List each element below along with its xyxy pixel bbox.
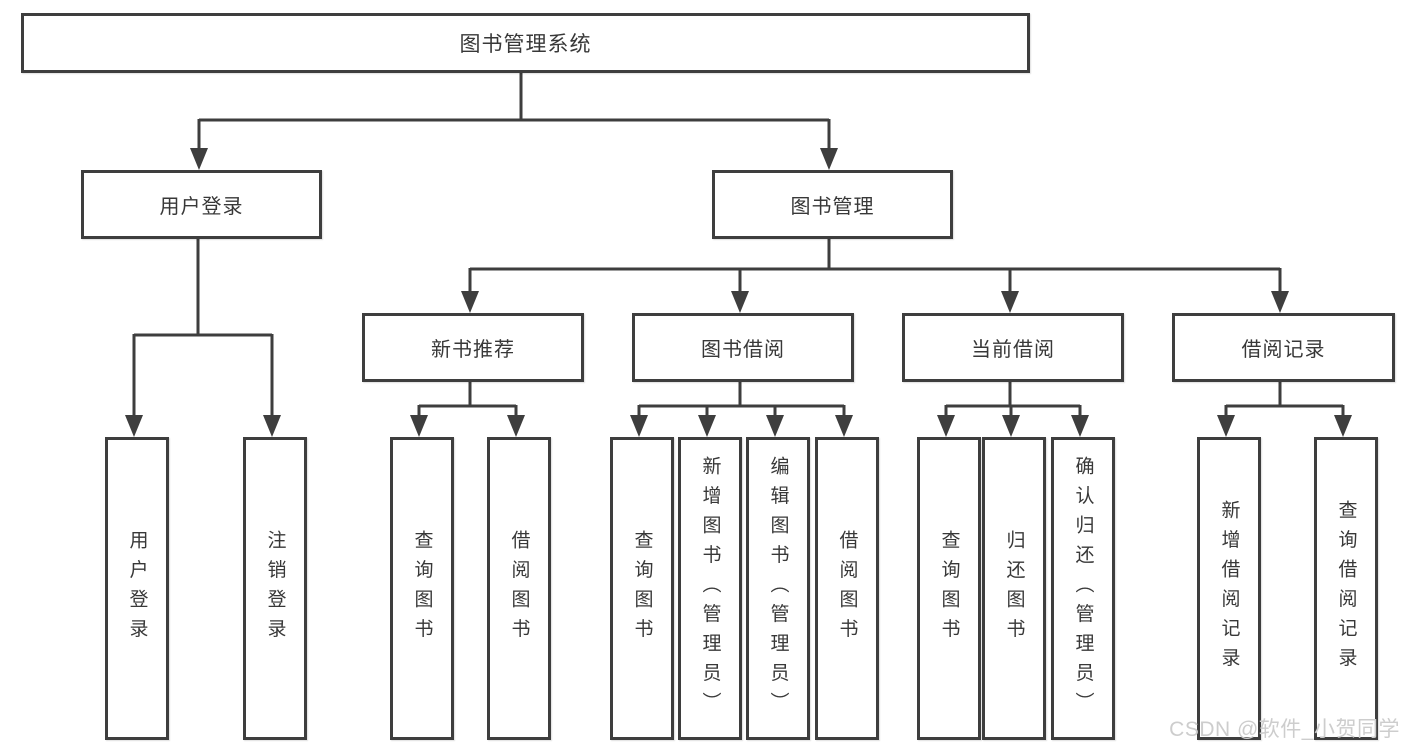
leaf-query-books-borrow-label: 查询图书 (631, 529, 653, 648)
node-library-system: 图书管理系统 (21, 13, 1030, 73)
leaf-logout-label: 注销登录 (264, 529, 286, 648)
node-current-borrowing: 当前借阅 (902, 313, 1124, 382)
node-book-borrowing: 图书借阅 (632, 313, 854, 382)
node-borrowing-records: 借阅记录 (1172, 313, 1395, 382)
leaf-user-login-label: 用户登录 (126, 529, 148, 648)
leaf-query-books-recommend: 查询图书 (390, 437, 454, 740)
leaf-return-book-label: 归还图书 (1003, 529, 1025, 648)
leaf-borrow-books-recommend-label: 借阅图书 (508, 529, 530, 648)
leaf-borrow-books-label: 借阅图书 (836, 529, 858, 648)
node-user-login: 用户登录 (81, 170, 322, 239)
leaf-edit-book-admin-label: 编辑图书（管理员） (767, 455, 789, 722)
leaf-query-books-recommend-label: 查询图书 (411, 529, 433, 648)
connector-path (132, 66, 1345, 420)
leaf-borrow-books-recommend: 借阅图书 (487, 437, 551, 740)
leaf-add-borrow-record: 新增借阅记录 (1197, 437, 1261, 740)
leaf-confirm-return-admin-label: 确认归还（管理员） (1072, 455, 1094, 722)
leaf-logout: 注销登录 (243, 437, 307, 740)
csdn-watermark: CSDN @软件_小贺同学 (1169, 718, 1400, 741)
leaf-query-borrow-record: 查询借阅记录 (1314, 437, 1378, 740)
leaf-query-books-current-label: 查询图书 (938, 529, 960, 648)
node-book-management: 图书管理 (712, 170, 953, 239)
leaf-query-books-borrow: 查询图书 (610, 437, 674, 740)
leaf-query-books-current: 查询图书 (917, 437, 981, 740)
leaf-add-book-admin-label: 新增图书（管理员） (699, 455, 721, 722)
leaf-add-borrow-record-label: 新增借阅记录 (1218, 500, 1240, 677)
leaf-edit-book-admin: 编辑图书（管理员） (746, 437, 810, 740)
leaf-return-book: 归还图书 (982, 437, 1046, 740)
node-new-book-recommendation: 新书推荐 (362, 313, 584, 382)
arrowheads (125, 148, 1352, 437)
leaf-borrow-books: 借阅图书 (815, 437, 879, 740)
leaf-query-borrow-record-label: 查询借阅记录 (1335, 500, 1357, 677)
leaf-confirm-return-admin: 确认归还（管理员） (1051, 437, 1115, 740)
leaf-user-login: 用户登录 (105, 437, 169, 740)
leaf-add-book-admin: 新增图书（管理员） (678, 437, 742, 740)
